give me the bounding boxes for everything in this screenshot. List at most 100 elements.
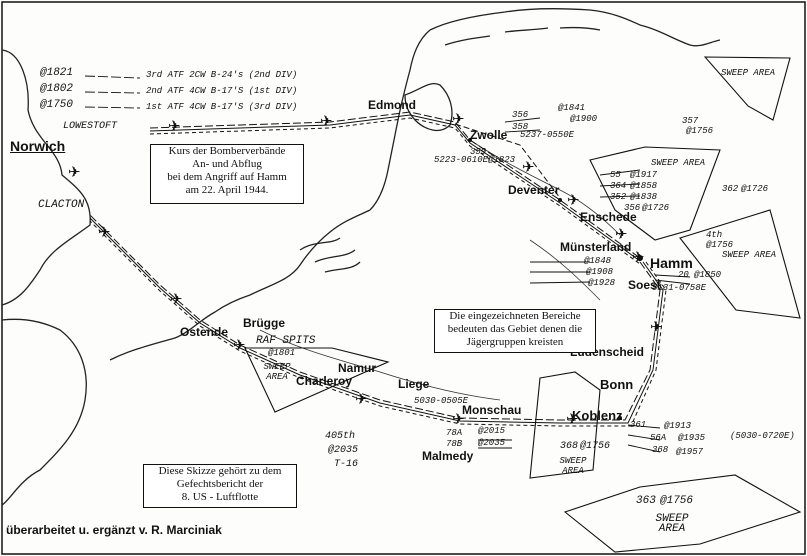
group-55: 55 <box>610 170 621 180</box>
aircraft-icon: ✈ <box>522 158 535 176</box>
time-1935: @1935 <box>678 433 706 443</box>
city-markers <box>468 138 643 420</box>
coord-5223: 5223-0610E <box>434 155 489 165</box>
coord-5237: 5237-0550E <box>520 130 575 140</box>
sweep-label-6: SWEEP AREA <box>655 513 689 535</box>
city-bonn: Bonn <box>600 377 634 392</box>
author-credit: überarbeitet u. ergänzt v. R. Marciniak <box>6 523 222 537</box>
city-namur: Namur <box>338 361 377 375</box>
time-1821: @1821 <box>40 67 74 79</box>
time-1802: @1802 <box>40 83 74 95</box>
city-muensterland: Münsterland <box>560 240 632 254</box>
aircraft-icon: ✈ <box>320 112 333 130</box>
time-1913: @1913 <box>664 421 692 431</box>
city-charleroy: Charleroy <box>296 374 353 388</box>
coastlines <box>1 8 721 506</box>
annotation-leaders <box>84 75 691 453</box>
legend-line: bei dem Angriff auf Hamm <box>167 171 287 183</box>
group-56a: 56A <box>650 433 667 443</box>
time-1726-a: @1726 <box>642 203 670 213</box>
city-liege: Liege <box>398 377 430 391</box>
note-line: bedeuten das Gebiet denen die <box>447 323 583 335</box>
note-line: 8. US - Luftflotte <box>181 491 259 503</box>
sweep-area-1 <box>703 56 791 121</box>
aircraft-icon: ✈ <box>650 318 663 336</box>
time-1756-c: @1756 <box>580 441 611 452</box>
label-t16: T-16 <box>334 459 359 470</box>
note-line: Gefechtsbericht der <box>176 478 264 490</box>
wing-2: 2nd ATF 4CW B-17'S (1st DIV) <box>146 86 298 96</box>
time-2035-b: @2035 <box>328 445 359 456</box>
time-1917: @1917 <box>630 170 658 180</box>
aircraft-icon: ✈ <box>170 290 183 308</box>
sweep-label-2: SWEEP AREA <box>650 158 705 168</box>
aircraft-icon: ✈ <box>355 390 368 408</box>
aircraft-icon: ✈ <box>615 225 628 243</box>
city-enschede: Enschede <box>580 210 637 224</box>
legend-line: Kurs der Bomberverbände <box>168 145 286 157</box>
sweep-label-1: SWEEP AREA <box>720 68 775 78</box>
label-lowestoft: LOWESTOFT <box>63 121 118 132</box>
time-1838: @1838 <box>630 192 658 202</box>
route-out <box>89 214 667 427</box>
time-1841: @1841 <box>558 103 586 113</box>
group-4th: 4th <box>706 230 723 240</box>
city-deventer: Deventer <box>508 183 560 197</box>
sweep-label-4: SWEEP AREA <box>263 362 291 382</box>
note-line: Die eingezeichneten Bereiche <box>449 310 581 322</box>
legend-line: am 22. April 1944. <box>185 184 269 196</box>
coord-5030-b: (5030-0720E) <box>730 431 795 441</box>
group-78b: 78B <box>446 439 463 449</box>
city-bruegge: Brügge <box>243 316 285 330</box>
aircraft-icon: ✈ <box>68 163 81 181</box>
city-soest: Soest <box>628 278 661 292</box>
legend-areas-box: Die eingezeichneten Bereiche bedeuten da… <box>434 309 596 353</box>
borders <box>259 139 621 401</box>
time-1848: @1848 <box>584 256 612 266</box>
time-2015: @2015 <box>478 426 506 436</box>
route-in <box>149 111 641 265</box>
sweep-areas <box>244 56 802 553</box>
group-368: 368 <box>652 445 669 455</box>
aircraft-icon: ✈ <box>566 410 579 428</box>
city-edmond: Edmond <box>368 98 416 112</box>
city-norwich: Norwich <box>10 138 66 154</box>
legend-line: An- und Abflug <box>192 158 262 170</box>
city-hamm: Hamm <box>650 255 693 271</box>
group-363: 363 <box>636 495 656 507</box>
time-1726-b: @1726 <box>741 184 769 194</box>
group-356: 356 <box>512 110 529 120</box>
coord-5131: 5131-0758E <box>652 283 707 293</box>
city-malmedy: Malmedy <box>422 449 474 463</box>
group-368-b: 368 <box>560 441 579 452</box>
time-1756-d: @1756 <box>660 495 694 507</box>
time-1928: @1928 <box>588 278 616 288</box>
sweep-area-6 <box>563 474 802 553</box>
time-1850: @1850 <box>694 270 722 280</box>
time-1858: @1858 <box>630 181 658 191</box>
sweep-area-2 <box>589 146 721 241</box>
aircraft-icon: ✈ <box>452 410 465 428</box>
sweep-label-5: SWEEP AREA <box>559 456 587 476</box>
aircraft-icon: ✈ <box>567 191 580 209</box>
sweep-area-5 <box>529 371 601 479</box>
time-1908: @1908 <box>586 267 614 277</box>
time-1823: @1823 <box>488 155 516 165</box>
coord-5030: 5030-0505E <box>414 396 469 406</box>
time-1756-a: @1756 <box>686 126 714 136</box>
sweep-area-4 <box>244 347 390 413</box>
group-358: 358 <box>512 122 529 132</box>
city-koblenz: Koblenz <box>572 408 623 423</box>
group-352: 352 <box>610 192 627 202</box>
legend-source-box: Diese Skizze gehört zu dem Gefechtsberic… <box>143 464 297 508</box>
wing-3: 3rd ATF 2CW B-24's (2nd DIV) <box>146 70 298 80</box>
group-364: 364 <box>610 181 627 191</box>
group-78a: 78A <box>446 428 463 438</box>
label-clacton: CLACTON <box>38 199 85 211</box>
group-359: 359 <box>470 147 487 157</box>
sweep-area-3 <box>679 209 801 319</box>
time-1756-b: @1756 <box>706 240 734 250</box>
